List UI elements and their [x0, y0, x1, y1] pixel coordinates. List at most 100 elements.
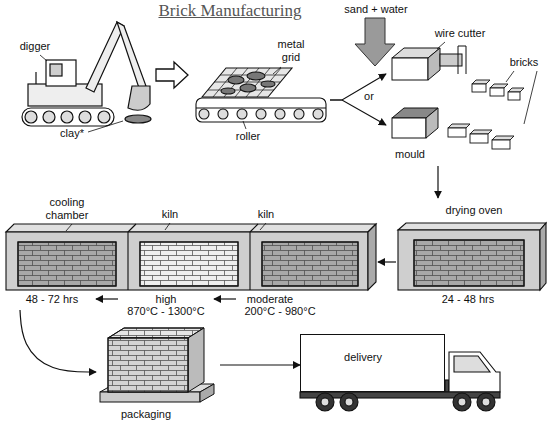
wire-cutter-figure: [458, 46, 466, 74]
roller-conveyor: [202, 68, 292, 97]
mould-figure: mould: [386, 100, 446, 166]
kiln-row: [6, 232, 368, 290]
node-label: 24 - 48 hrs: [436, 293, 500, 306]
brick-figure: [492, 140, 510, 149]
node-label: digger: [14, 40, 56, 53]
truck-figure: [454, 356, 490, 372]
node-label: roller: [228, 130, 268, 143]
brick-figure: [470, 134, 488, 143]
packaging-pallet: packaging: [96, 322, 220, 424]
roller-conveyor: [228, 76, 244, 84]
wire-cutter-figure: wire cutter: [386, 24, 494, 96]
node-label: 200°C - 980°C: [237, 305, 323, 318]
brick-figure: [490, 88, 504, 96]
brick-figure: [508, 88, 524, 92]
node-label: high: [146, 293, 186, 306]
kiln-stage: kilnhigh870°C - 1300°C: [118, 194, 214, 310]
roller-conveyor: [196, 67, 326, 129]
node-label: clay*: [54, 127, 90, 140]
roller-conveyor: [199, 109, 209, 119]
digger-figure: [22, 108, 114, 126]
digger-figure: [88, 121, 123, 132]
roller-conveyor: [256, 109, 266, 119]
brick-figure: [472, 84, 486, 92]
brick-figure: [448, 124, 470, 128]
digger-figure: [50, 64, 62, 76]
node-label: moderate: [240, 293, 300, 306]
input-label: sand + water: [338, 3, 414, 16]
node-label: cooling chamber: [38, 196, 96, 222]
kiln-row: [18, 242, 116, 286]
kiln-stage: kilnmoderate200°C - 980°C: [236, 194, 378, 310]
kiln-row: [6, 223, 376, 290]
node-label: delivery: [323, 351, 403, 364]
oven-figure: [398, 223, 546, 290]
oven-figure: [414, 240, 524, 286]
block-arrow: [156, 62, 188, 88]
digger-figure: [25, 111, 37, 123]
digger-figure: [86, 22, 124, 92]
node-label: mould: [388, 148, 432, 161]
kiln-row: [6, 224, 376, 232]
truck-figure: [453, 393, 471, 411]
pallet-figure: [100, 328, 214, 402]
truck-figure: [482, 398, 490, 406]
mould-figure: [392, 118, 426, 138]
truck-figure: [321, 398, 329, 406]
oven-figure: [414, 240, 524, 286]
roller-conveyor: [221, 88, 235, 94]
kiln-row: [260, 223, 266, 230]
node-label: wire cutter: [428, 27, 492, 40]
digger-figure: [22, 22, 151, 132]
kiln-row: [66, 224, 72, 231]
drying-oven: drying oven 24 - 48 hrs: [396, 198, 548, 310]
node-label: drying oven: [436, 204, 512, 217]
digger-figure: [98, 111, 110, 123]
truck-figure: [340, 393, 358, 411]
truck-figure: [316, 393, 334, 411]
digger-figure: [125, 115, 151, 123]
part-label: bricks: [504, 56, 544, 69]
node-label: packaging: [116, 408, 176, 421]
kiln-row: [368, 224, 376, 290]
roller-conveyor: [196, 98, 326, 122]
digger-figure: [46, 60, 76, 86]
roller-conveyor: [237, 109, 247, 119]
roller-conveyor: [275, 109, 285, 119]
kiln-row: [140, 242, 238, 286]
wire-cutter-figure: [428, 48, 440, 80]
truck-figure: [477, 393, 495, 411]
diagram-title: Brick Manufacturing: [140, 1, 320, 21]
mould-figure: [392, 108, 438, 138]
flow-arrow: [20, 310, 96, 372]
brick-figure: [470, 130, 492, 134]
brick-figure: [492, 136, 514, 140]
oven-figure: [540, 223, 546, 290]
roller-conveyor: [243, 121, 246, 129]
node-label: 48 - 72 hrs: [20, 293, 84, 306]
input-arrow: [355, 18, 395, 66]
wire-cutter-figure: [392, 42, 466, 80]
digger-figure: [35, 72, 36, 84]
wire-cutter-figure: [437, 42, 445, 49]
flow-arrow: [378, 261, 396, 262]
roller-conveyor: [240, 84, 256, 92]
brick-figure: [490, 84, 508, 88]
brick-figure: [524, 71, 537, 124]
pallet-figure: [108, 338, 188, 392]
truck-figure: [345, 398, 353, 406]
pallet-figure: [188, 328, 204, 392]
node-label: kiln: [152, 208, 188, 221]
flow-arrow: [214, 298, 236, 299]
kiln-row: [140, 242, 238, 286]
flow-arrow: [330, 100, 386, 125]
flow-arrow: [96, 298, 118, 299]
flow-arrow: [330, 74, 386, 100]
input-arrow: [355, 18, 395, 66]
cooling-chamber: cooling chamber 48 - 72 hrs: [6, 194, 96, 310]
brick-figure: [508, 92, 520, 100]
digger-figure: [79, 111, 91, 123]
brick-figure: [448, 71, 537, 149]
pallet-figure: [100, 392, 200, 402]
